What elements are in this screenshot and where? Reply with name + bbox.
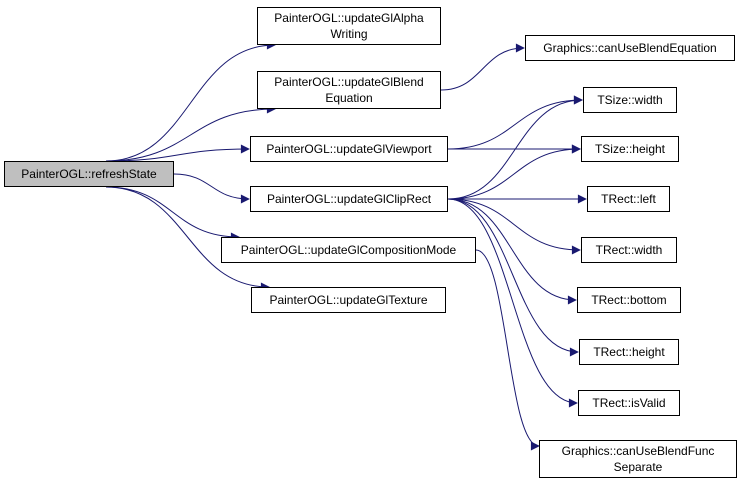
node-update-viewport[interactable]: PainterOGL::updateGlViewport [250, 136, 448, 162]
node-tsize-width[interactable]: TSize::width [583, 87, 677, 113]
edge-update-clip-rect-to-trect-width [447, 198, 581, 255]
node-trect-left[interactable]: TRect::left [587, 186, 670, 212]
edge-refresh-state-to-update-clip-rect [173, 173, 250, 204]
edge-update-clip-rect-to-trect-is-valid [447, 198, 578, 408]
edge-refresh-state-to-update-viewport [105, 144, 250, 162]
node-trect-width[interactable]: TRect::width [581, 237, 677, 263]
edge-update-clip-rect-to-trect-bottom [447, 198, 577, 305]
edge-update-clip-rect-to-tsize-height [447, 144, 581, 200]
node-trect-bottom[interactable]: TRect::bottom [577, 287, 681, 313]
node-update-texture[interactable]: PainterOGL::updateGlTexture [251, 287, 446, 313]
node-trect-is-valid[interactable]: TRect::isValid [578, 390, 680, 416]
edge-refresh-state-to-update-blend-equation [105, 104, 276, 162]
node-update-composition-mode[interactable]: PainterOGL::updateGlCompositionMode [221, 237, 476, 263]
edge-update-blend-equation-to-can-use-blend-equation [440, 43, 525, 91]
edge-update-clip-rect-to-trect-height [447, 198, 579, 357]
node-update-clip-rect[interactable]: PainterOGL::updateGlClipRect [250, 186, 448, 212]
node-update-blend-equation[interactable]: PainterOGL::updateGlBlend Equation [257, 71, 441, 109]
edge-update-viewport-to-tsize-width [447, 95, 583, 150]
node-refresh-state: PainterOGL::refreshState [4, 161, 174, 187]
edge-refresh-state-to-update-alpha-writing [105, 40, 276, 162]
node-can-use-blend-func-separate[interactable]: Graphics::canUseBlendFunc Separate [539, 440, 737, 478]
node-update-alpha-writing[interactable]: PainterOGL::updateGlAlpha Writing [257, 7, 441, 45]
edge-refresh-state-to-update-texture [105, 186, 270, 292]
node-can-use-blend-equation[interactable]: Graphics::canUseBlendEquation [525, 35, 735, 61]
edge-update-clip-rect-to-tsize-width [447, 95, 583, 200]
node-tsize-height[interactable]: TSize::height [581, 136, 679, 162]
node-trect-height[interactable]: TRect::height [579, 339, 679, 365]
edge-update-composition-mode-to-can-use-blend-func-separate [475, 249, 540, 451]
edge-refresh-state-to-update-composition-mode [105, 186, 240, 242]
